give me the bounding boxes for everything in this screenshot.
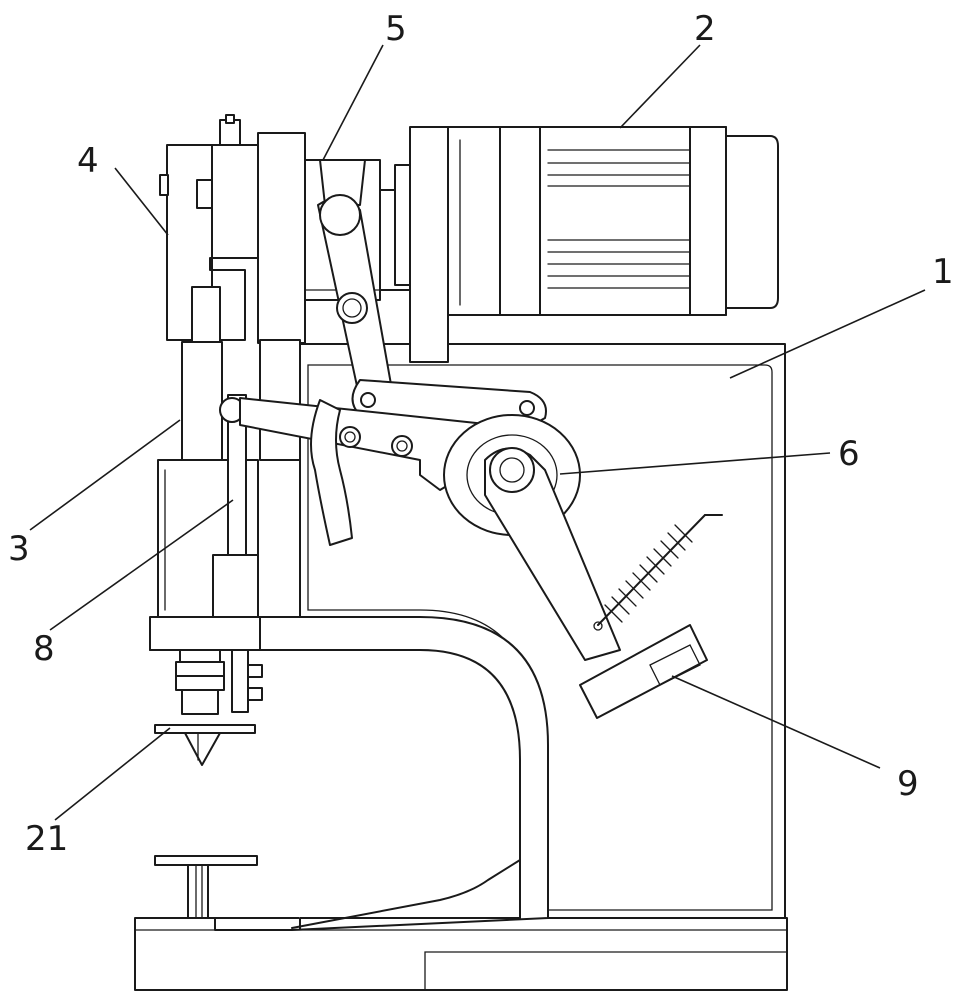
leader-lines xyxy=(29,44,926,821)
spring xyxy=(593,514,723,631)
rod xyxy=(212,394,263,713)
motor xyxy=(379,126,779,363)
callout-2: 2 xyxy=(694,9,716,49)
crank-arm xyxy=(317,194,393,403)
callout-1: 1 xyxy=(932,252,954,292)
callout-9: 9 xyxy=(897,764,919,804)
crank-housing xyxy=(159,114,259,341)
tool-head xyxy=(154,649,256,766)
callout-labels: 1 2 3 4 5 6 8 9 21 xyxy=(8,9,954,859)
pedal-block xyxy=(579,624,708,719)
pedal-lever xyxy=(484,447,621,661)
callout-5: 5 xyxy=(385,9,407,49)
anvil xyxy=(154,855,258,919)
brake-shoe xyxy=(310,399,353,546)
callout-21: 21 xyxy=(25,819,68,859)
callout-8: 8 xyxy=(33,629,55,669)
callout-3: 3 xyxy=(8,529,30,569)
callout-4: 4 xyxy=(77,141,99,181)
callout-6: 6 xyxy=(838,434,860,474)
